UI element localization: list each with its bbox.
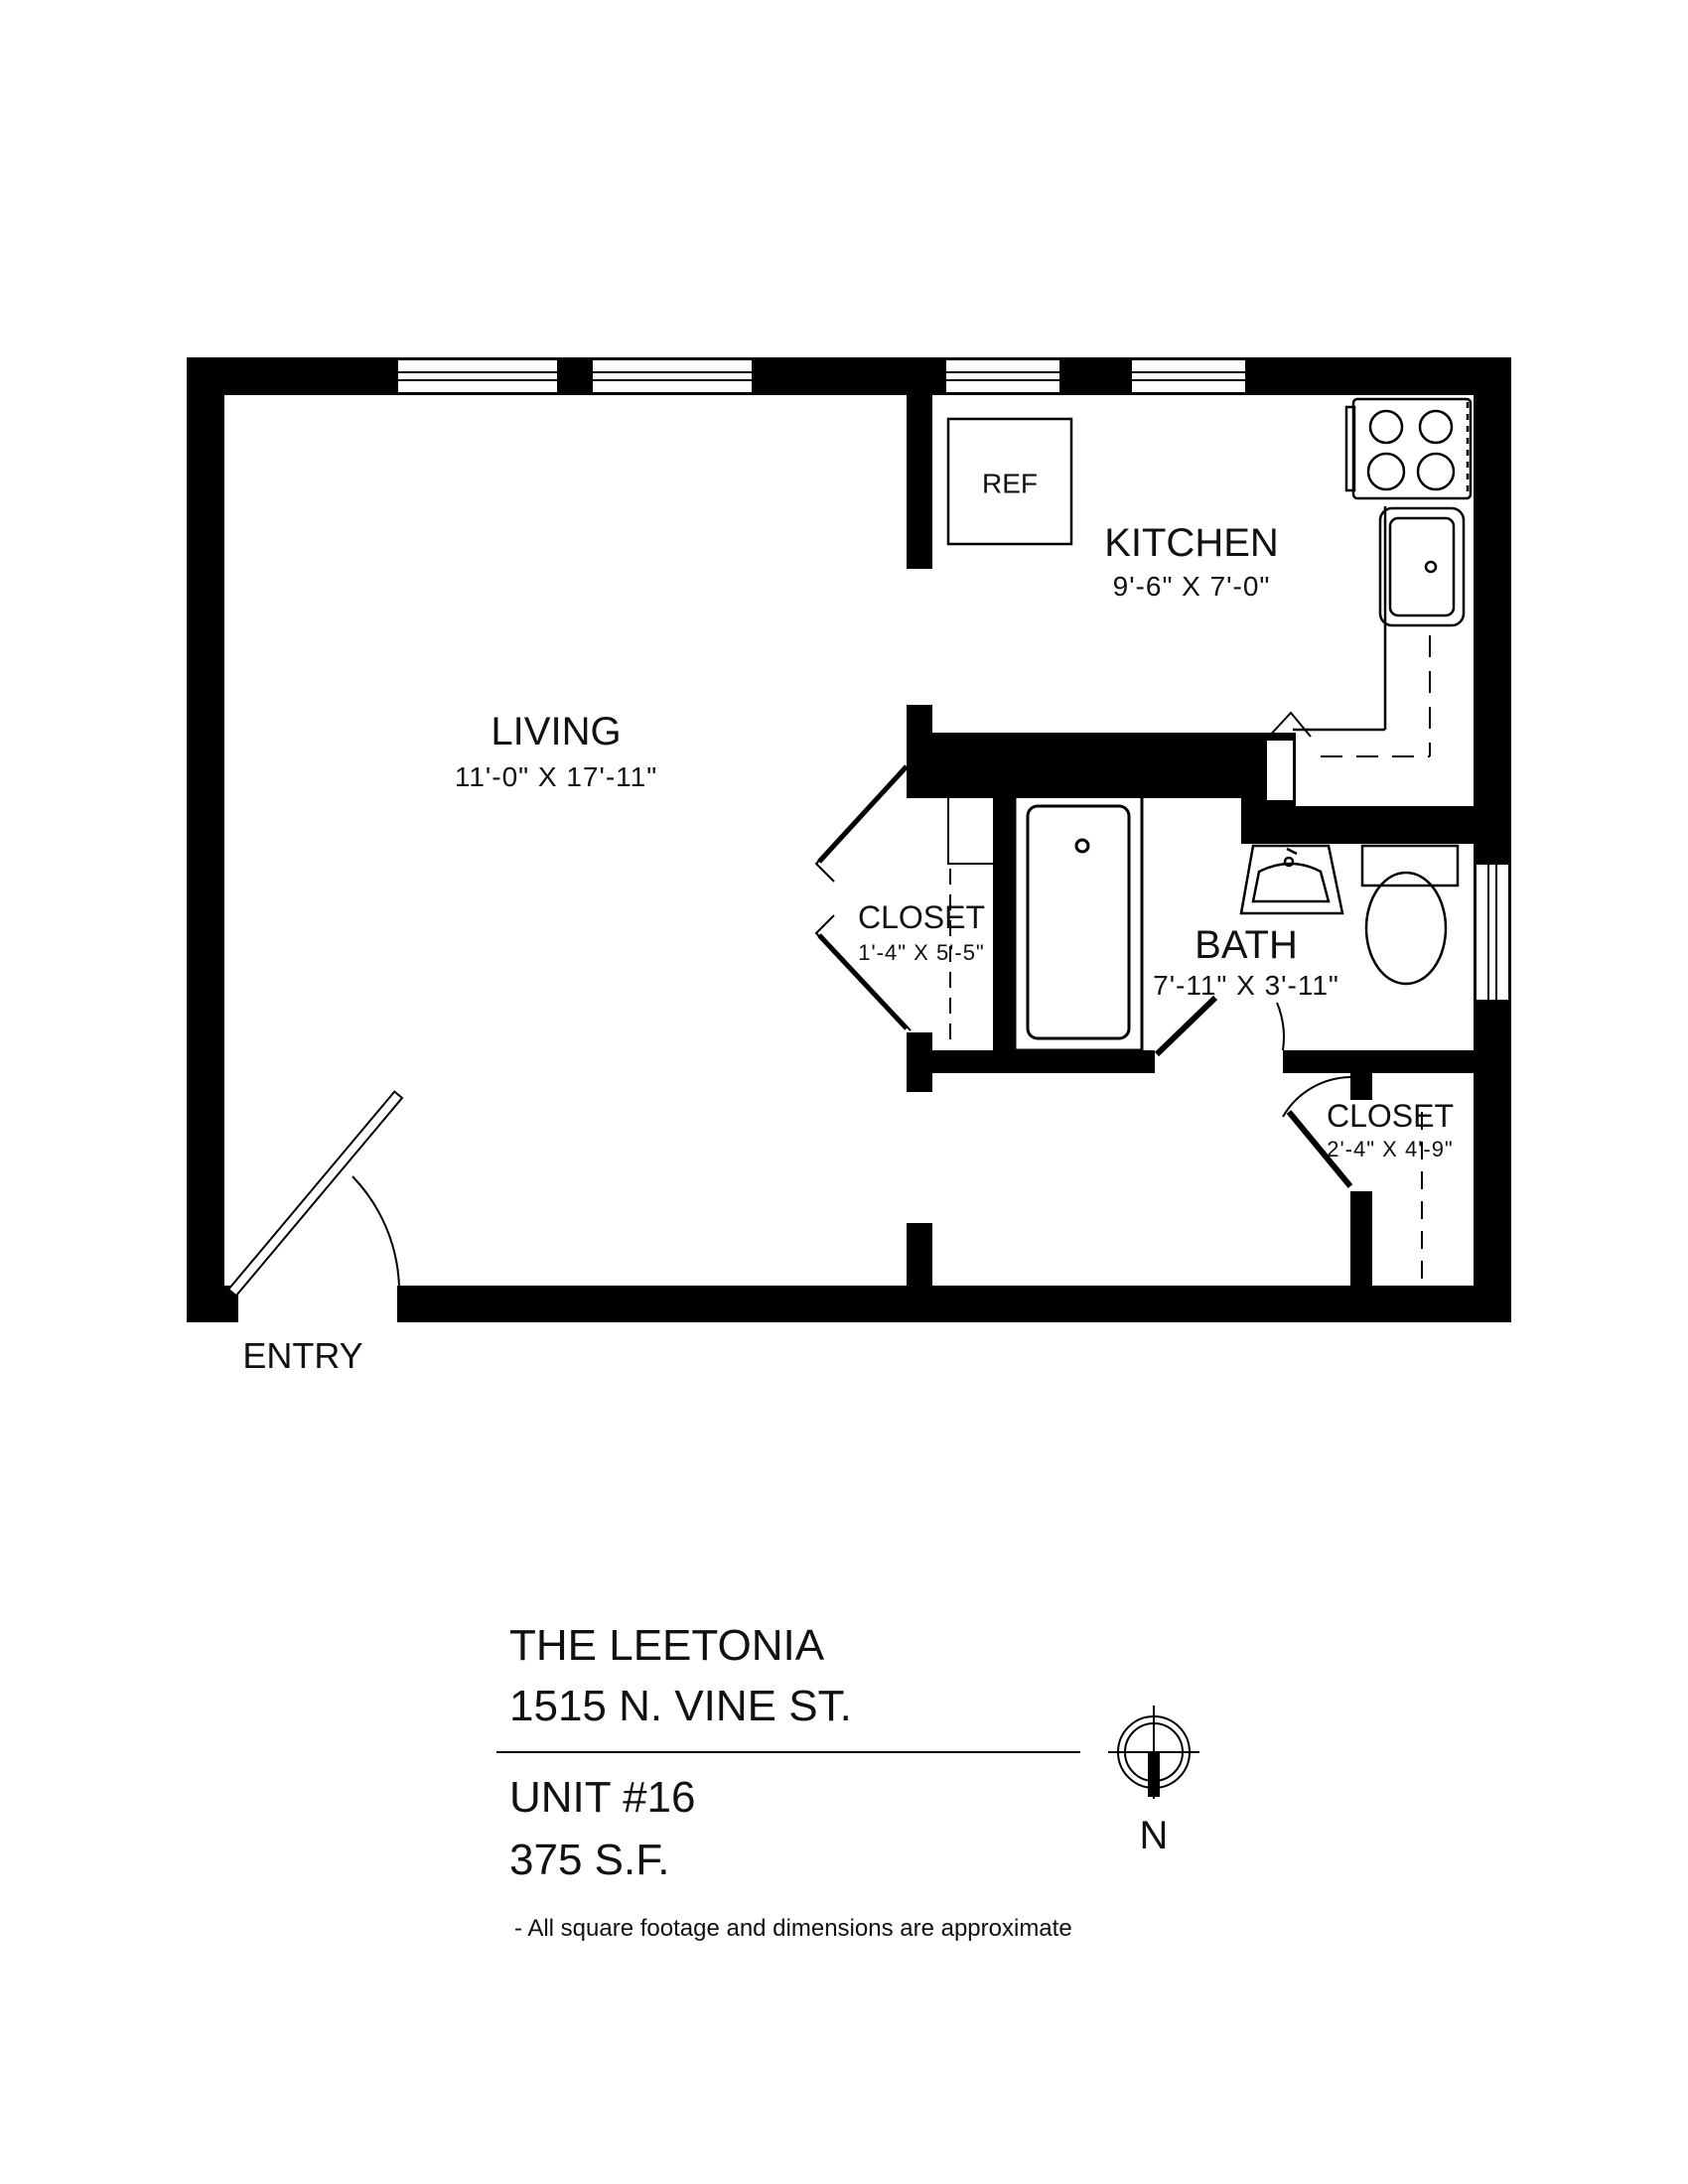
living-room-name: LIVING	[491, 710, 621, 753]
building-address: 1515 N. VINE ST.	[509, 1682, 852, 1730]
walls	[187, 357, 1511, 1322]
bath-sink	[1239, 844, 1344, 915]
disclaimer-note: - All square footage and dimensions are …	[514, 1915, 1072, 1942]
wall-bottom-left	[187, 1286, 238, 1322]
wall-kitchen-south	[907, 733, 1264, 798]
toilet	[1360, 844, 1460, 986]
wall-closet2-left	[1350, 1191, 1372, 1288]
doors	[226, 763, 1353, 1297]
bath-room-name: BATH	[1195, 923, 1298, 967]
windows	[396, 358, 1510, 1002]
wall-kitchen-partition	[907, 395, 932, 569]
closet2-door-leaf	[1286, 1110, 1353, 1188]
window-kitchen-1	[944, 358, 1061, 394]
wall-living-bottom-stub	[907, 1223, 932, 1288]
entry-label: ENTRY	[242, 1335, 362, 1376]
north-label: N	[1140, 1814, 1169, 1857]
kitchen-device	[1265, 711, 1312, 802]
building-name: THE LEETONIA	[509, 1621, 825, 1670]
kitchen-counter-dashed	[1321, 635, 1431, 757]
bath-door-leaf	[1154, 995, 1218, 1057]
kitchen-sink	[1293, 506, 1466, 732]
closet1-fixtures	[947, 755, 999, 1047]
closet1-name: CLOSET	[858, 899, 985, 935]
kitchen-room-dims: 9'-6" X 7'-0"	[1113, 571, 1271, 602]
info-block: THE LEETONIA 1515 N. VINE ST. UNIT #16 3…	[496, 1621, 1080, 1942]
closet2-dims: 2'-4" X 4'-9"	[1327, 1137, 1454, 1161]
entry-door-swing	[352, 1175, 400, 1289]
bath-room-dims: 7'-11" X 3'-11"	[1153, 970, 1339, 1001]
wall-bath-south-right	[1283, 1050, 1474, 1073]
wall-bath-south-left	[907, 1050, 1155, 1073]
living-room-dims: 11'-0" X 17'-11"	[455, 761, 657, 792]
window-living-1	[396, 358, 559, 394]
closet1-door-upper	[814, 763, 912, 883]
closet1-dims: 1'-4" X 5'-5"	[858, 940, 985, 965]
stove	[1344, 397, 1473, 500]
north-arrow-icon: N	[1108, 1706, 1199, 1857]
wall-bottom-right	[397, 1286, 1511, 1322]
wall-bath-north	[1241, 806, 1474, 844]
unit-area: 375 S.F.	[509, 1836, 669, 1884]
kitchen-room-name: KITCHEN	[1104, 521, 1279, 565]
closet2-door-swing	[1282, 1076, 1351, 1118]
refrigerator: REF	[946, 417, 1073, 546]
window-kitchen-2	[1130, 358, 1247, 394]
wall-left	[187, 357, 224, 1322]
bath-door-swing	[1276, 1002, 1285, 1051]
unit-number: UNIT #16	[509, 1773, 696, 1822]
wall-right	[1474, 357, 1511, 1322]
closet2-name: CLOSET	[1327, 1098, 1454, 1134]
wall-top	[187, 357, 1511, 395]
window-bath	[1475, 863, 1510, 1002]
window-living-2	[591, 358, 754, 394]
wall-closet2-top	[1350, 1050, 1372, 1100]
bathtub	[1013, 792, 1144, 1052]
wall-bath-divider	[993, 754, 1015, 1052]
entry-door-leaf	[226, 1090, 404, 1297]
ref-label: REF	[982, 468, 1038, 498]
